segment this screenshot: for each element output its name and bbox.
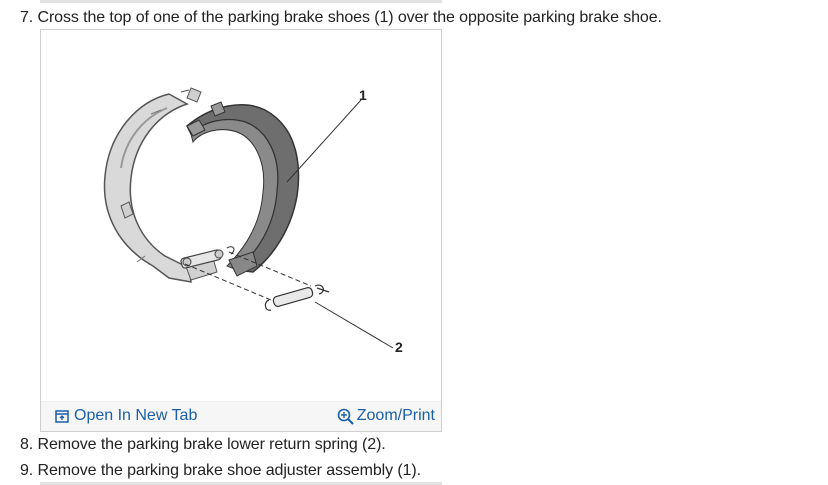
step-7-text: 7. Cross the top of one of the parking b… [20,9,662,26]
figure-toolbar: Open In New Tab Zoom/Print [41,401,441,431]
zoom-print-label: Zoom/Print [356,407,435,424]
step-8-text: 8. Remove the parking brake lower return… [20,436,386,453]
open-in-new-tab-label: Open In New Tab [74,407,198,424]
dashed-guide-lines [184,251,312,301]
callout-lines [286,99,394,349]
top-divider [40,0,442,3]
zoom-print-button[interactable]: Zoom/Print [337,407,435,425]
callout-2: 2 [395,339,403,355]
figure-container: 1 2 Open In New Tab Z [40,29,442,432]
open-in-new-tab-button[interactable]: Open In New Tab [55,407,197,425]
step-9-text: 9. Remove the parking brake shoe adjuste… [20,462,421,479]
bottom-divider [40,482,442,485]
parking-brake-shoe-illustration: 1 2 [103,87,403,355]
lower-return-spring [264,284,330,311]
open-in-new-tab-icon [55,409,69,423]
dark-brake-shoe [186,101,300,277]
adjuster-assembly [180,246,235,269]
callout-1: 1 [359,87,367,103]
zoom-plus-icon [337,408,354,425]
